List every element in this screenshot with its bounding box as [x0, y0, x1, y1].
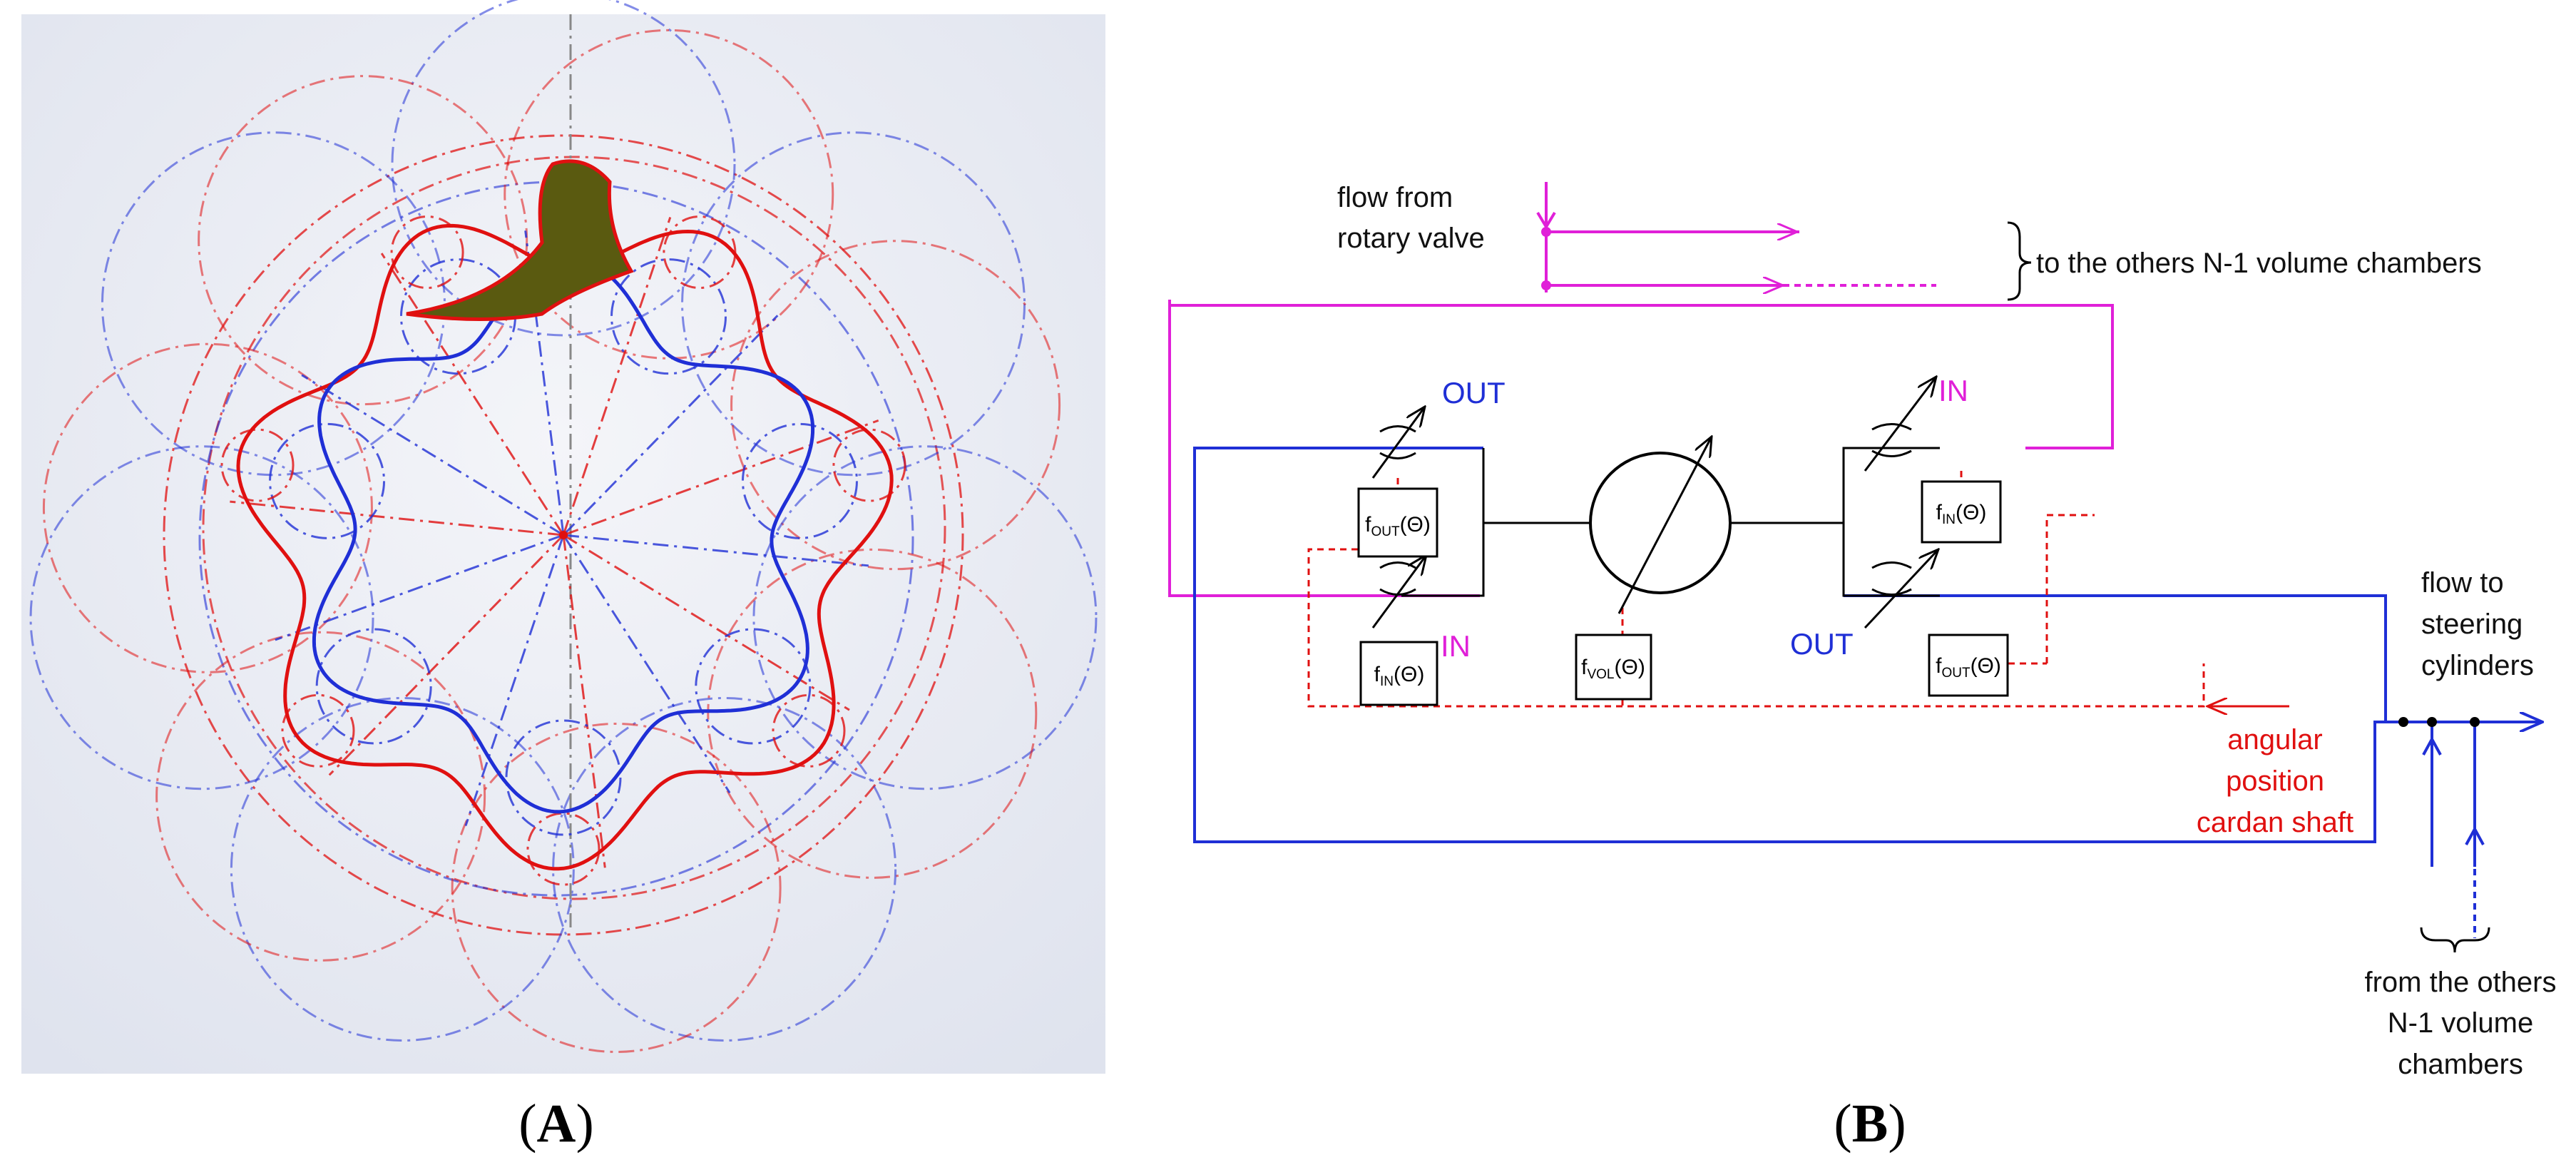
radial-line	[275, 534, 564, 641]
svg-text:fOUT(Θ): fOUT(Θ)	[1936, 654, 2001, 681]
rolling-circle	[707, 548, 1038, 879]
radial-line	[230, 500, 564, 536]
center-mark	[559, 531, 568, 539]
roller-circle	[741, 422, 858, 539]
rolling-circle	[101, 131, 446, 477]
panel-a	[21, 0, 1105, 1074]
rolling-circle	[230, 697, 575, 1042]
magenta-node-lower	[1541, 280, 1551, 290]
blue-node-3	[2470, 717, 2480, 727]
variable-orifice-arrow-out-right	[1864, 549, 1938, 629]
f-in-box-right: fIN(Θ)	[1921, 480, 2002, 544]
right-valve-block	[1842, 423, 1940, 597]
to-others-bracket	[2007, 221, 2032, 301]
rolling-circle	[42, 342, 373, 673]
radial-line	[563, 534, 869, 567]
magenta-supply	[1168, 182, 2114, 597]
rolling-circle	[504, 29, 834, 360]
radial-line	[464, 534, 565, 827]
label-steering: steering	[2421, 609, 2523, 640]
radial-line	[563, 419, 879, 536]
rolling-circle	[451, 722, 782, 1053]
f-vol-box: fVOL(Θ)	[1575, 634, 1652, 701]
radial-line	[301, 374, 564, 536]
f-in-box-left: fIN(Θ)	[1359, 641, 1438, 706]
panel-b: fOUT(Θ) fIN(Θ) fVOL(Θ) fIN(Θ) fOUT(Θ) fl…	[1168, 182, 2557, 1080]
roller-circle	[832, 428, 906, 502]
volume-chamber-highlight	[406, 159, 634, 321]
label-flow-to: flow to	[2421, 567, 2504, 599]
radial-line	[562, 534, 606, 868]
label-to-others: to the others N-1 volume chambers	[2036, 248, 2482, 279]
label-flow-from: flow from	[1337, 182, 1453, 213]
variable-orifice-arrow-in-right	[1864, 377, 1936, 472]
radial-line	[328, 534, 565, 776]
blue-node-1	[2398, 717, 2408, 727]
from-others-bracket	[2420, 927, 2490, 953]
svg-text:fOUT(Θ): fOUT(Θ)	[1365, 513, 1431, 539]
radial-line	[563, 534, 850, 711]
label-position: position	[2226, 765, 2324, 797]
radial-line	[524, 230, 565, 536]
rolling-circle	[552, 697, 897, 1042]
roller-circle	[281, 693, 355, 768]
from-others-feeds	[2431, 722, 2476, 867]
from-others-arrow-2	[2465, 825, 2485, 845]
radial-line	[562, 534, 731, 794]
roller-circle	[220, 428, 295, 502]
label-angular: angular	[2227, 724, 2322, 756]
roller-circle	[526, 812, 600, 886]
construction-circle	[202, 156, 946, 900]
from-others-feed-dashes	[2431, 778, 2476, 938]
radial-line	[380, 253, 565, 536]
f-out-box-left: fOUT(Θ)	[1357, 487, 1438, 558]
label-rotary-valve: rotary valve	[1337, 223, 1485, 254]
svg-text:fIN(Θ): fIN(Θ)	[1936, 501, 1987, 527]
label-in-left: IN	[1441, 629, 1471, 663]
label-out-right: OUT	[1790, 627, 1854, 661]
roller-circle	[505, 719, 622, 836]
label-cylinders: cylinders	[2421, 650, 2534, 681]
roller-circle	[269, 422, 386, 539]
label-cardan-shaft: cardan shaft	[2197, 807, 2353, 838]
construction-circle	[163, 134, 964, 936]
label-in-top-right: IN	[1938, 374, 1968, 407]
gerotor-drawing	[29, 0, 1098, 1053]
radial-line	[562, 315, 779, 536]
variable-orifice-arrow-out	[1371, 407, 1425, 479]
rolling-circle	[198, 75, 528, 406]
rolling-circle	[155, 631, 486, 962]
label-out-top: OUT	[1442, 376, 1506, 409]
rolling-circle	[391, 0, 736, 337]
variable-orifice-arrow-in	[1371, 555, 1426, 629]
radial-line	[562, 217, 672, 536]
caption-a: (A)	[518, 1094, 594, 1154]
roller-circle	[390, 215, 464, 290]
svg-text:fIN(Θ): fIN(Θ)	[1374, 663, 1425, 689]
label-from-others: from the others	[2364, 967, 2556, 998]
svg-text:fVOL(Θ): fVOL(Θ)	[1581, 656, 1645, 682]
caption-b: (B)	[1834, 1094, 1906, 1154]
label-n1-volume: N-1 volume	[2388, 1007, 2534, 1039]
from-others-arrow-1	[2422, 736, 2442, 756]
volume-chamber-circle	[1589, 452, 1732, 594]
label-chambers: chambers	[2398, 1049, 2523, 1080]
blue-node-2	[2427, 717, 2437, 727]
volume-chamber-arrow	[1617, 437, 1712, 614]
inner-rotor-profile	[312, 256, 815, 814]
roller-circle	[610, 258, 727, 375]
roller-circle	[772, 693, 846, 768]
f-out-box-right: fOUT(Θ)	[1928, 634, 2009, 697]
rolling-circle	[730, 240, 1061, 571]
magenta-dashes	[1690, 230, 1936, 287]
angular-signal-lines	[1307, 471, 2205, 708]
outer-rotor-profile	[236, 223, 894, 871]
magenta-node-upper	[1541, 227, 1551, 237]
